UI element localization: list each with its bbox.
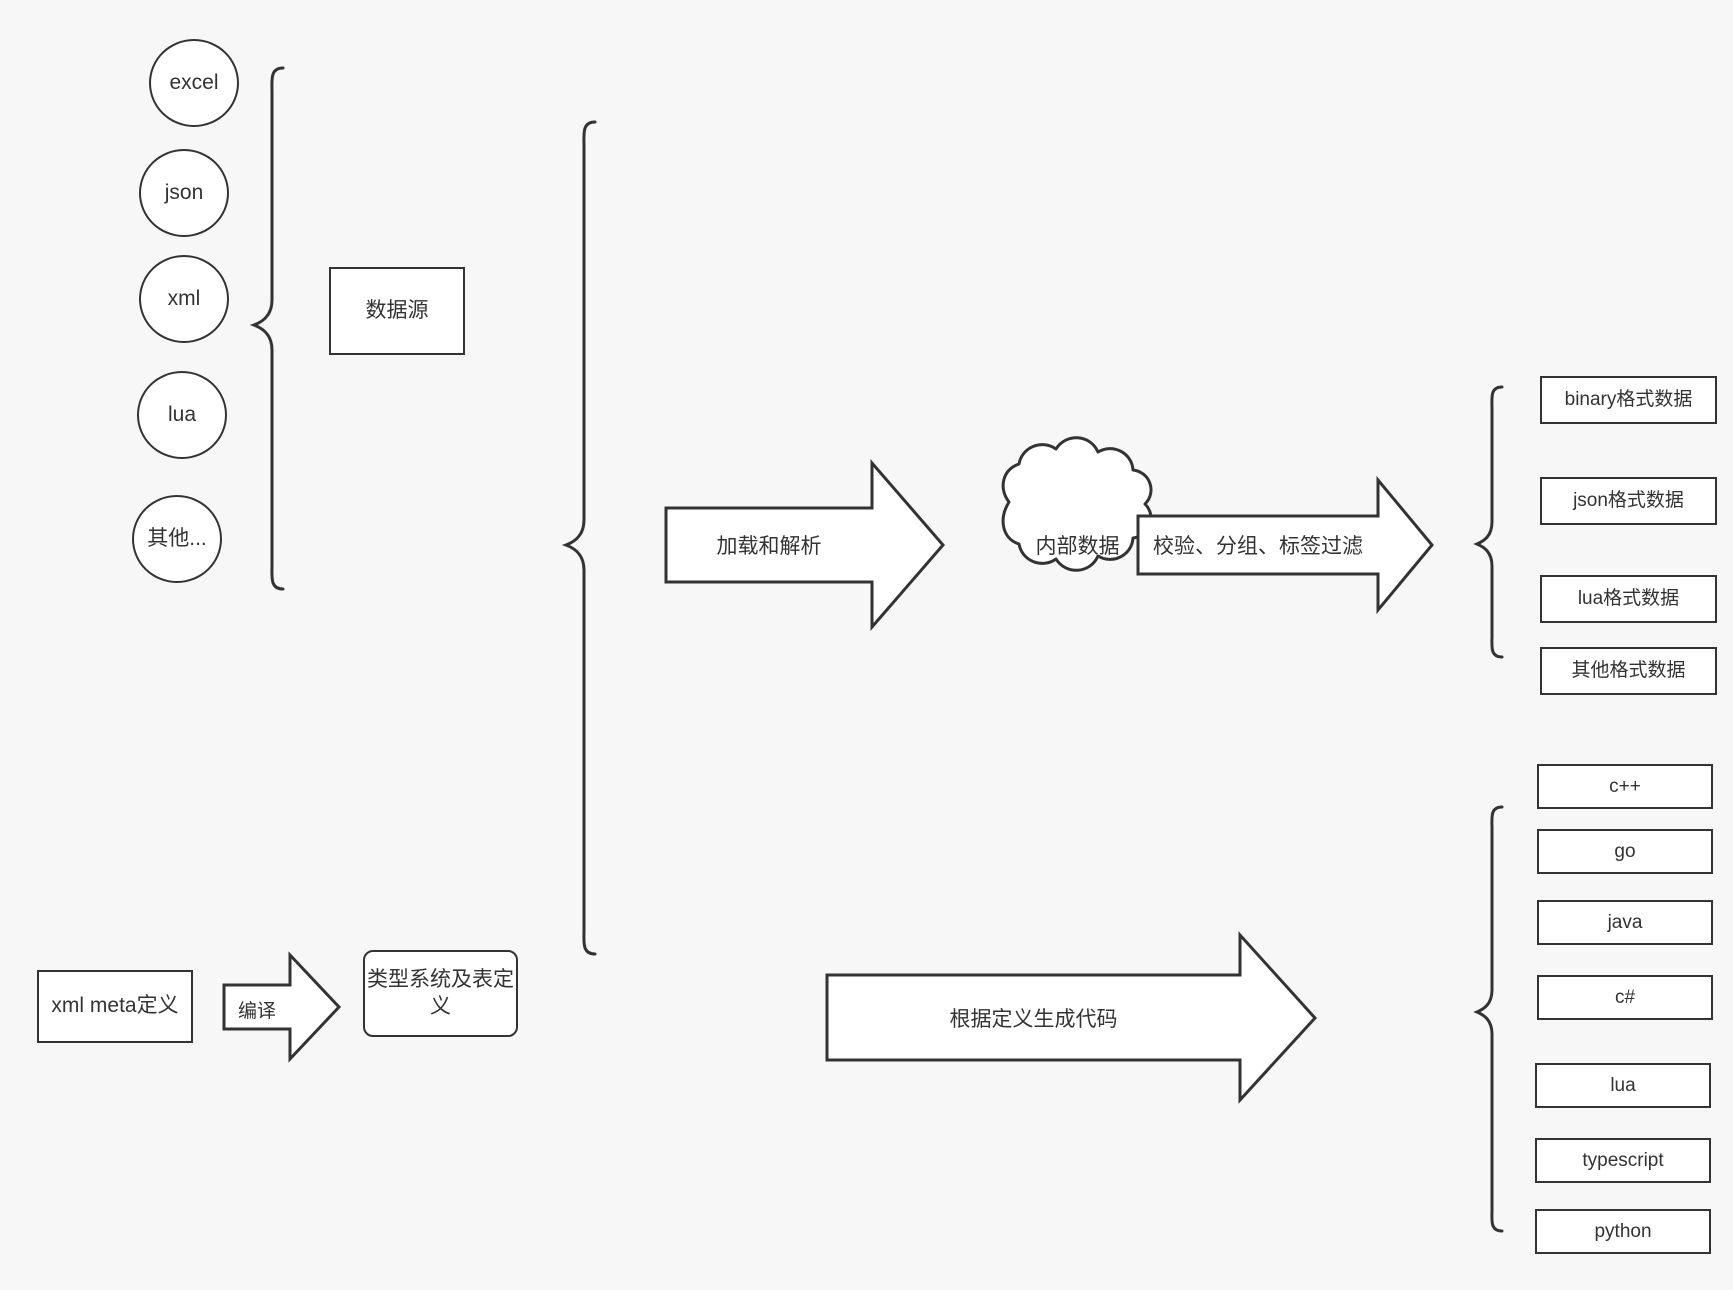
- compile-arrow-label: 编译: [237, 1000, 276, 1022]
- output-format-binary[interactable]: binary格式数据: [1540, 376, 1717, 424]
- output-format-lua[interactable]: lua格式数据: [1540, 575, 1717, 623]
- output-language-java[interactable]: java: [1537, 900, 1713, 945]
- output-format-label: binary格式数据: [1564, 389, 1693, 411]
- languages-brace: [1473, 805, 1504, 1233]
- source-label: xml: [167, 286, 201, 310]
- type-system-label: 类型系统及表定义: [367, 968, 514, 1018]
- output-language-label: go: [1614, 840, 1636, 862]
- inputs-brace: [561, 120, 597, 956]
- data-source-group-label: 数据源: [365, 298, 429, 322]
- output-language-cpp[interactable]: c++: [1537, 764, 1713, 809]
- source-node-lua[interactable]: lua: [137, 371, 227, 459]
- output-language-label: typescript: [1582, 1149, 1664, 1171]
- output-language-csharp[interactable]: c#: [1537, 975, 1713, 1020]
- output-language-lua[interactable]: lua: [1535, 1063, 1711, 1108]
- output-format-other[interactable]: 其他格式数据: [1540, 647, 1717, 695]
- type-system-box[interactable]: 类型系统及表定义: [363, 950, 518, 1037]
- source-node-excel[interactable]: excel: [149, 39, 239, 127]
- output-format-label: lua格式数据: [1577, 588, 1680, 610]
- xml-meta-definition-label: xml meta定义: [51, 994, 179, 1018]
- output-format-json[interactable]: json格式数据: [1540, 477, 1717, 525]
- codegen-arrow-label: 根据定义生成代码: [949, 1008, 1118, 1031]
- source-label: json: [164, 180, 204, 204]
- output-language-label: python: [1594, 1220, 1652, 1242]
- source-label: excel: [169, 70, 219, 94]
- output-language-label: lua: [1610, 1074, 1636, 1096]
- xml-meta-definition-box[interactable]: xml meta定义: [37, 970, 193, 1043]
- output-language-python[interactable]: python: [1535, 1209, 1711, 1254]
- source-node-json[interactable]: json: [139, 149, 229, 237]
- output-format-label: 其他格式数据: [1571, 660, 1686, 682]
- internal-data-cloud-label: 内部数据: [1035, 535, 1120, 558]
- output-language-go[interactable]: go: [1537, 829, 1713, 874]
- data-formats-brace: [1473, 385, 1504, 659]
- output-language-label: java: [1607, 911, 1643, 933]
- data-source-group-box[interactable]: 数据源: [329, 267, 465, 355]
- output-language-label: c#: [1614, 986, 1636, 1008]
- source-node-xml[interactable]: xml: [139, 255, 229, 343]
- source-node-other[interactable]: 其他...: [132, 495, 222, 583]
- validate-filter-arrow-label: 校验、分组、标签过滤: [1153, 535, 1363, 558]
- source-label: 其他...: [147, 526, 207, 550]
- output-language-typescript[interactable]: typescript: [1535, 1138, 1711, 1183]
- output-format-label: json格式数据: [1573, 490, 1684, 512]
- output-language-label: c++: [1609, 775, 1641, 797]
- load-parse-arrow-label: 加载和解析: [716, 535, 822, 558]
- source-label: lua: [167, 402, 197, 426]
- sources-brace: [249, 66, 285, 591]
